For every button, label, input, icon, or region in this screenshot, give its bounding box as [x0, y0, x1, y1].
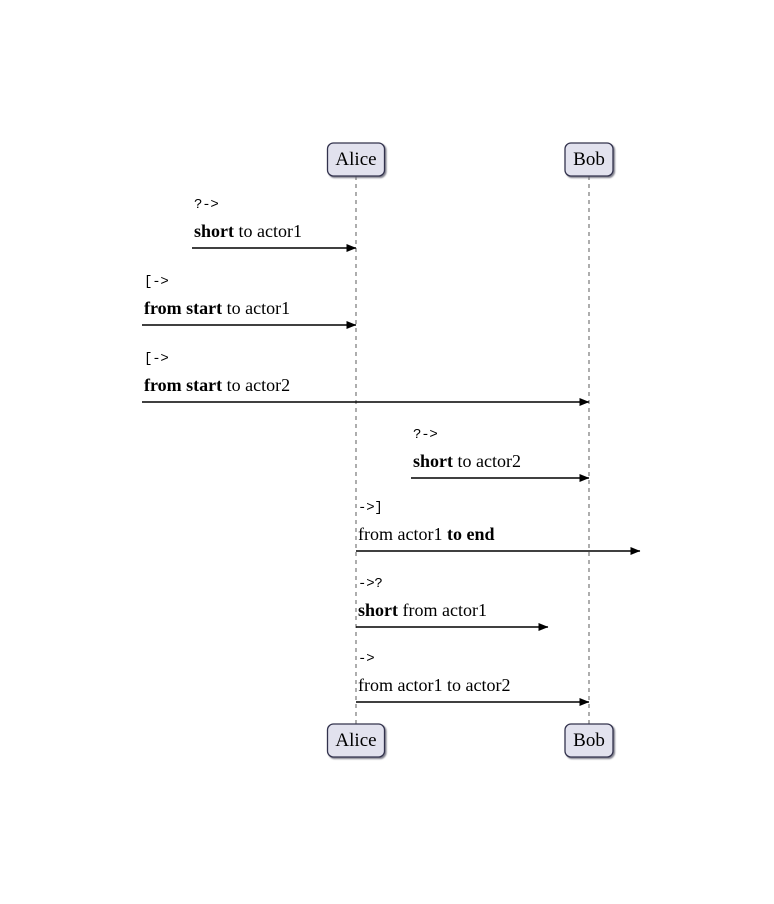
- message-syntax-1: [->: [144, 274, 169, 290]
- actor-box-bob-bottom[interactable]: [564, 723, 614, 758]
- message-label-part: short: [194, 221, 234, 241]
- message-syntax-5: ->?: [358, 576, 383, 592]
- message-syntax-6: ->: [358, 651, 375, 667]
- message-syntax-2: [->: [144, 351, 169, 367]
- message-syntax-4: ->]: [358, 500, 383, 516]
- message-label-part: from start: [144, 375, 223, 395]
- message-label-part: short: [413, 451, 453, 471]
- message-label-part: to actor1: [234, 221, 302, 241]
- message-label-part: from start: [144, 298, 223, 318]
- message-syntax-3: ?->: [413, 427, 438, 443]
- actor-boxes-group: [326, 142, 614, 758]
- message-label-part: short: [358, 600, 398, 620]
- message-label-part: to actor2: [222, 375, 291, 395]
- message-label-part: to actor2: [453, 451, 521, 471]
- message-label-2: from start to actor2: [144, 375, 290, 396]
- message-label-part: from actor1 to actor2: [358, 675, 511, 695]
- message-label-part: to actor1: [222, 298, 291, 318]
- message-label-1: from start to actor1: [144, 298, 290, 319]
- message-label-6: from actor1 to actor2: [358, 675, 510, 696]
- message-label-3: short to actor2: [413, 451, 521, 472]
- message-arrows-group: [142, 244, 641, 706]
- message-syntax-0: ?->: [194, 197, 219, 213]
- actor-box-alice-top[interactable]: [326, 142, 386, 177]
- message-label-part: to end: [446, 524, 495, 544]
- message-label-part: from actor1: [398, 600, 487, 620]
- actor-box-alice-bottom[interactable]: [326, 723, 386, 758]
- message-label-0: short to actor1: [194, 221, 302, 242]
- message-label-4: from actor1 to end: [358, 524, 494, 545]
- message-label-part: from actor1: [358, 524, 447, 544]
- lifelines-group: [355, 176, 590, 724]
- actor-box-bob-top[interactable]: [564, 142, 614, 177]
- message-label-5: short from actor1: [358, 600, 487, 621]
